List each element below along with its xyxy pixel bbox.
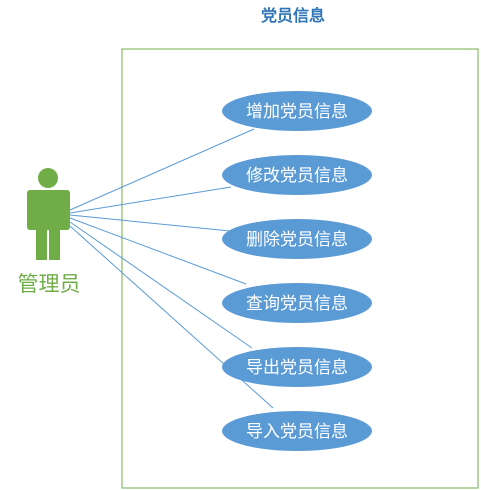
- use-case-label: 导出党员信息: [246, 358, 348, 378]
- person-icon: [27, 168, 70, 260]
- use-case-ellipse: [222, 283, 372, 323]
- system-boundary: [121, 48, 479, 489]
- use-case-label: 修改党员信息: [246, 166, 348, 186]
- use-case-add[interactable]: 增加党员信息: [222, 91, 372, 131]
- use-case-ellipse: [222, 347, 372, 387]
- actor-label: 管理员: [17, 272, 81, 296]
- use-case-edit[interactable]: 修改党员信息: [222, 155, 372, 195]
- use-case-label: 删除党员信息: [246, 230, 348, 250]
- diagram-title: 党员信息: [260, 6, 325, 25]
- association-line: [69, 214, 231, 232]
- association-line: [69, 217, 247, 285]
- use-case-delete[interactable]: 删除党员信息: [222, 219, 372, 259]
- use-case-label: 导入党员信息: [246, 422, 348, 442]
- use-case-label: 增加党员信息: [246, 102, 348, 122]
- use-case-label: 查询党员信息: [246, 294, 348, 314]
- use-case-ellipse: [222, 91, 372, 131]
- association-line: [69, 186, 232, 214]
- use-case-import[interactable]: 导入党员信息: [222, 411, 372, 451]
- use-case-ellipse: [222, 219, 372, 259]
- association-line: [69, 221, 253, 349]
- use-case-ellipse: [222, 155, 372, 195]
- association-line: [69, 128, 255, 211]
- use-case-query[interactable]: 查询党员信息: [222, 283, 372, 323]
- association-lines: [69, 128, 274, 409]
- use-case-export[interactable]: 导出党员信息: [222, 347, 372, 387]
- use-case-ellipse: [222, 411, 372, 451]
